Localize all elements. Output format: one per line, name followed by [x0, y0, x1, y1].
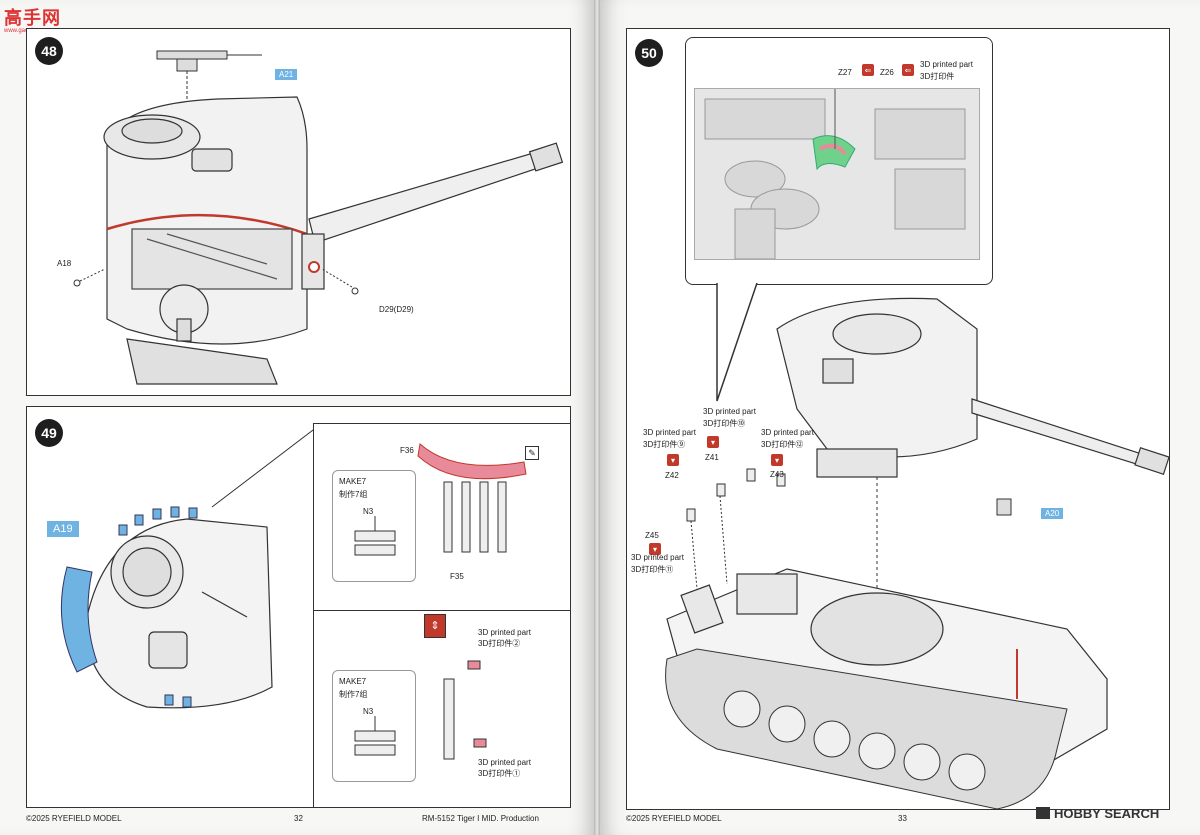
printed-10-en: 3D printed part [703, 407, 756, 416]
turret-top-drawing [60, 426, 317, 709]
left-footer-product: RM-5152 Tiger I MID. Production [422, 814, 539, 823]
printed-1-en: 3D printed part [478, 758, 531, 767]
printed-11-cn: 3D打印件⑪ [631, 565, 674, 574]
part-z43-label: Z43 [770, 470, 784, 479]
printed-9-cn: 3D打印件⑨ [643, 440, 686, 449]
hobby-search-icon [1036, 807, 1050, 819]
hobby-search-logo: HOBBY SEARCH [1036, 806, 1159, 821]
make-b-label: MAKE7 [339, 677, 367, 686]
printed-icon-9: ▾ [667, 454, 679, 466]
part-d29-label: D29(D29) [379, 305, 414, 314]
hobby-search-text: HOBBY SEARCH [1054, 806, 1160, 821]
step-49-inset: F36 ✎ F35 MAKE7 制作7组 N3 [313, 423, 570, 807]
part-f36-label: F36 [400, 446, 414, 455]
right-footer-page-num: 33 [898, 814, 907, 823]
callout-box: Z27 ⇐ Z26 ⇐ 3D printed part 3D打印件 [685, 37, 993, 285]
part-z41-label: Z41 [705, 453, 719, 462]
make-a-cn: 制作7组 [339, 490, 368, 499]
turret-drawing [73, 50, 564, 385]
make-box-a: MAKE7 制作7组 N3 [332, 470, 416, 582]
step-48-panel: 48 [26, 28, 571, 396]
printed-1-cn: 3D打印件① [478, 769, 521, 778]
right-footer-copyright: ©2025 RYEFIELD MODEL [626, 814, 722, 823]
part-z42-label: Z42 [665, 471, 679, 480]
machine-gun-icon [156, 50, 262, 101]
replace-icon-b: ⇐ [902, 64, 914, 76]
make-b-cn: 制作7组 [339, 690, 368, 699]
step-49-number: 49 [35, 419, 63, 447]
turret-body [103, 96, 308, 385]
f36-sprue-drawing [417, 443, 527, 553]
tank-drawing [665, 297, 1169, 809]
left-page: 高手网 www.gaoshou.com 48 [0, 0, 594, 835]
part-a21-tag: A21 [275, 69, 298, 80]
part-f35-label: F35 [450, 572, 464, 581]
printed-10-cn: 3D打印件⑩ [703, 419, 746, 428]
printed-12-en: 3D printed part [761, 428, 814, 437]
printed-11-en: 3D printed part [631, 553, 684, 562]
printed-parts-drawing [443, 660, 487, 760]
make-b-part: N3 [363, 707, 374, 716]
callout-printed-cn: 3D打印件 [920, 72, 955, 81]
step-48-number: 48 [35, 37, 63, 65]
make-a-label: MAKE7 [339, 477, 367, 486]
blue-bolt-parts [118, 506, 198, 708]
small-parts [686, 468, 1012, 522]
left-footer-copyright: ©2025 RYEFIELD MODEL [26, 814, 122, 823]
callout-printed-en: 3D printed part [920, 60, 973, 69]
step-50-number: 50 [635, 39, 663, 67]
tank-track [665, 648, 1068, 809]
right-page: 50 Z27 ⇐ Z26 ⇐ 3D printed part 3D打印件 [600, 0, 1200, 835]
step-50-panel: 50 Z27 ⇐ Z26 ⇐ 3D printed part 3D打印件 [626, 28, 1170, 810]
page-gutter [594, 0, 600, 835]
printed-icon-12: ▾ [771, 454, 783, 466]
part-z26-label: Z26 [880, 68, 894, 77]
a19-armor-part [60, 566, 98, 673]
part-a19-tag: A19 [47, 521, 79, 537]
printed-2-cn: 3D打印件② [478, 639, 521, 648]
part-z45-label: Z45 [645, 531, 659, 540]
printed-2-en: 3D printed part [478, 628, 531, 637]
watermark-site-cn: 高手网 [4, 8, 61, 29]
engine-deck-render [694, 88, 980, 260]
cut-icon: ✎ [525, 446, 539, 460]
part-a20-tag: A20 [1041, 508, 1064, 519]
printed-icon-10: ▾ [707, 436, 719, 448]
printed-9-en: 3D printed part [643, 428, 696, 437]
direction-icon: ⇕ [424, 614, 446, 638]
make-a-part: N3 [363, 507, 374, 516]
left-footer-page-num: 32 [294, 814, 303, 823]
make-box-b: MAKE7 制作7组 N3 [332, 670, 416, 782]
printed-12-cn: 3D打印件⑫ [761, 440, 804, 449]
tank-turret [776, 297, 1169, 478]
gun-barrel [301, 142, 564, 290]
part-z27-label: Z27 [838, 68, 852, 77]
replace-icon-a: ⇐ [862, 64, 874, 76]
step-49-panel: 49 [26, 406, 571, 808]
part-a18-label: A18 [57, 259, 72, 268]
printed-icon-11: ▾ [649, 543, 661, 555]
